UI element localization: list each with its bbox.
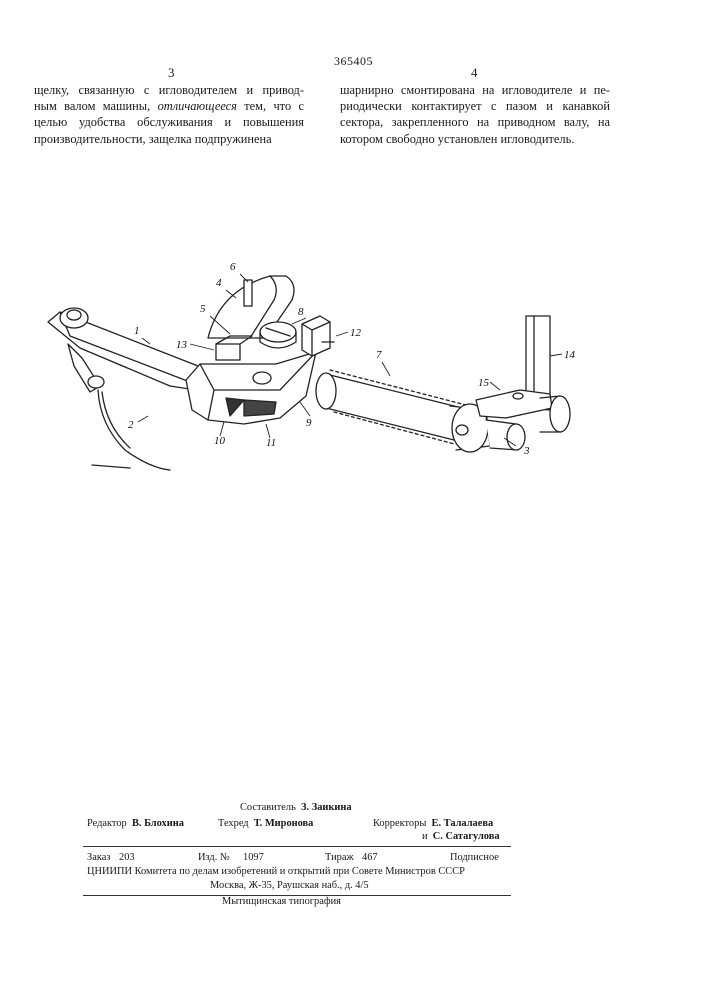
screw bbox=[260, 322, 296, 348]
spring-wire bbox=[98, 390, 170, 470]
left-column-text: щелку, связанную с игловодителем и приво… bbox=[34, 82, 304, 147]
imprint-rule-top bbox=[83, 846, 511, 847]
printer-line: Мытищинская типография bbox=[222, 896, 341, 907]
right-line-2: риодически контактирует с пазом и канавк… bbox=[340, 98, 610, 114]
ref-14: 14 bbox=[564, 349, 576, 361]
techred-line: Техред Т. Миронова bbox=[218, 818, 313, 829]
ref-12: 12 bbox=[350, 327, 362, 339]
left-line-1: щелку, связанную с игловодителем и приво… bbox=[34, 82, 304, 98]
order-line: Заказ 203 Изд. № 1097 Тираж 467 Подписно… bbox=[87, 852, 507, 863]
techred-name: Т. Миронова bbox=[254, 818, 314, 829]
ref-3: 3 bbox=[523, 445, 530, 457]
ref-9: 9 bbox=[306, 417, 312, 429]
corrector-1: Е. Талалаева bbox=[432, 818, 494, 829]
needle-bar bbox=[476, 316, 570, 432]
right-column-number: 4 bbox=[471, 65, 478, 81]
left-line-2: ным валом машины, отличающееся тем, что … bbox=[34, 98, 304, 114]
address-line: Москва, Ж-35, Раушская наб., д. 4/5 bbox=[210, 880, 369, 891]
ref-8: 8 bbox=[298, 306, 304, 318]
ref-13: 13 bbox=[176, 339, 188, 351]
right-line-1: шарнирно смонтирована на игловодителе и … bbox=[340, 82, 610, 98]
compiler-line: Составитель З. Заикина bbox=[240, 802, 352, 813]
latch-bracket bbox=[186, 352, 316, 424]
ref-4: 4 bbox=[216, 277, 222, 289]
organization-line: ЦНИИПИ Комитета по делам изобретений и о… bbox=[87, 866, 465, 877]
right-line-4: котором свободно установлен игловодитель… bbox=[340, 131, 610, 147]
right-line-3: сектора, закрепленного на приводном валу… bbox=[340, 114, 610, 130]
ref-6: 6 bbox=[230, 261, 236, 273]
ref-15: 15 bbox=[478, 377, 490, 389]
patent-figure: 1 2 3 4 5 6 7 8 9 10 11 12 13 14 15 bbox=[30, 240, 650, 500]
left-line-3: целью удобства обслуживания и повышения bbox=[34, 114, 304, 130]
right-column-text: шарнирно смонтирована на игловодителе и … bbox=[340, 82, 610, 147]
ref-10: 10 bbox=[214, 435, 226, 447]
ref-5: 5 bbox=[200, 303, 206, 315]
editor-line: Редактор В. Блохина bbox=[87, 818, 184, 829]
corrector-2-line: и С. Сатагулова bbox=[422, 831, 500, 842]
left-line-4: производительности, защелка подпружинена bbox=[34, 131, 304, 147]
editor-name: В. Блохина bbox=[132, 818, 184, 829]
patent-number: 365405 bbox=[0, 54, 707, 69]
claim-keyword: отличающееся bbox=[158, 99, 237, 113]
correctors-line: Корректоры Е. Талалаева bbox=[373, 818, 493, 829]
ref-7: 7 bbox=[376, 349, 382, 361]
left-column-number: 3 bbox=[168, 65, 175, 81]
corrector-2: С. Сатагулова bbox=[433, 831, 500, 842]
ref-2: 2 bbox=[128, 419, 134, 431]
ref-11: 11 bbox=[266, 437, 276, 449]
ref-1: 1 bbox=[134, 325, 140, 337]
block bbox=[302, 316, 334, 356]
compiler-name: З. Заикина bbox=[301, 802, 352, 813]
